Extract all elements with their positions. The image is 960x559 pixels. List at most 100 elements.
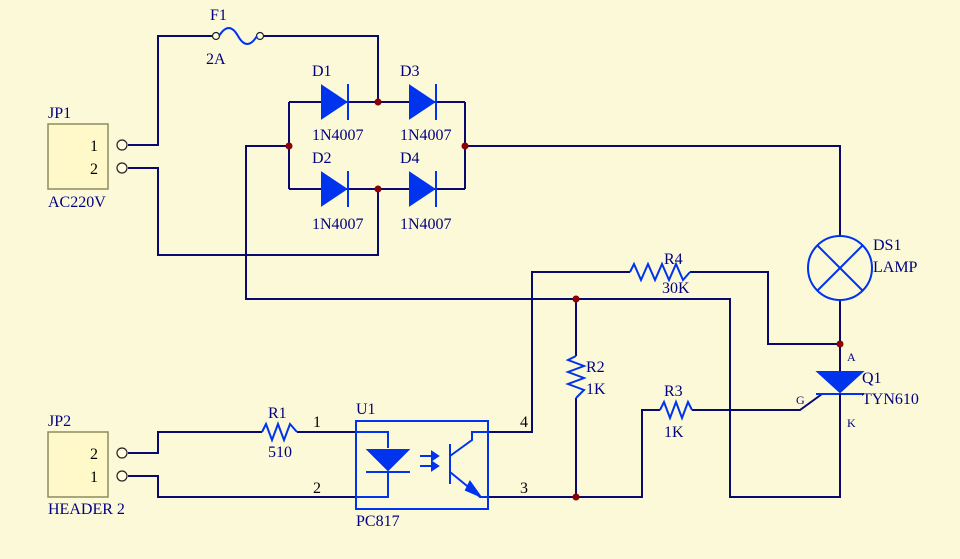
diode-d3: D3 1N4007 <box>400 63 452 144</box>
junction-dot <box>374 185 382 193</box>
diode-d2: D2 1N4007 <box>312 150 364 233</box>
diode-d4-triangle-icon <box>409 171 436 207</box>
connector-jp1-value: AC220V <box>48 194 106 211</box>
resistor-r2-ref: R2 <box>586 359 605 376</box>
junction-dot <box>285 142 293 150</box>
fuse-f1-ref: F1 <box>210 7 227 24</box>
scr-q1-pin-g: G <box>796 393 805 407</box>
wire-fuse-to-d1-d3-node <box>262 35 379 102</box>
fuse-element-icon <box>218 27 258 45</box>
wire-jp2-pin1-to-u1-pin2 <box>128 475 356 498</box>
connector-jp2-pin-label: 2 <box>90 446 98 463</box>
diode-d3-ref: D3 <box>400 63 420 80</box>
resistor-r2: R2 1K <box>565 355 606 399</box>
optocoupler-emitter-arrow-icon <box>464 480 483 499</box>
connector-pin <box>116 447 128 459</box>
optocoupler-pin-label: 1 <box>313 414 321 431</box>
junction-dot <box>461 142 469 150</box>
diode-d2-triangle-icon <box>321 171 348 207</box>
lamp-cross-icon <box>816 244 864 292</box>
scr-q1-triangle-icon <box>815 371 865 394</box>
wire-jp1-pin1-to-fuse <box>128 35 214 146</box>
resistor-r3-zigzag-icon <box>659 399 693 421</box>
diode-d2-value: 1N4007 <box>312 216 364 233</box>
resistor-r1-ref: R1 <box>268 405 287 422</box>
junction-dot <box>572 295 580 303</box>
resistor-r4: R4 30K <box>629 251 691 297</box>
connector-jp2-value: HEADER 2 <box>48 501 125 518</box>
resistor-r4-ref: R4 <box>664 251 683 268</box>
junction-dot <box>572 493 580 501</box>
optocoupler-u1: 1 2 3 4 U1 PC817 <box>313 401 528 530</box>
optocoupler-led-triangle-icon <box>365 449 411 472</box>
wire-u1-pin3-to-r3 <box>488 409 660 498</box>
optocoupler-u1-value: PC817 <box>356 513 400 530</box>
diode-d3-triangle-icon <box>409 84 436 120</box>
optocoupler-u1-ref: U1 <box>356 401 376 418</box>
wires <box>128 35 841 498</box>
optocoupler-pin-label: 2 <box>313 480 321 497</box>
diode-d1-value: 1N4007 <box>312 127 364 144</box>
resistor-r1: R1 510 <box>261 405 298 461</box>
optocoupler-light-arrow-icon <box>420 450 440 462</box>
resistor-r3-ref: R3 <box>664 383 683 400</box>
connector-jp1-pin-label: 2 <box>90 161 98 178</box>
optocoupler-light-arrow-icon <box>420 460 440 472</box>
lamp-ds1: DS1 LAMP <box>807 235 918 301</box>
diode-d4: D4 1N4007 <box>400 150 452 233</box>
connector-jp1: JP1 1 2 AC220V <box>47 105 128 211</box>
resistor-r2-value: 1K <box>586 381 606 398</box>
diode-d4-ref: D4 <box>400 150 420 167</box>
resistor-r4-zigzag-icon <box>629 261 691 283</box>
diode-d4-value: 1N4007 <box>400 216 452 233</box>
wire-jp1-pin2-to-d2-d4-node <box>128 167 379 256</box>
fuse-terminal <box>211 31 221 41</box>
optocoupler-transistor-collector-icon <box>449 431 488 457</box>
fuse-f1-value: 2A <box>206 51 226 68</box>
wire-bridge-minus-return <box>245 145 841 498</box>
connector-pin <box>116 470 128 482</box>
lamp-ds1-ref: DS1 <box>873 237 901 254</box>
diode-d1-triangle-icon <box>321 84 348 120</box>
connector-jp2: JP2 2 1 HEADER 2 <box>47 413 128 518</box>
connector-jp2-pin-label: 1 <box>90 469 98 486</box>
connector-pin <box>116 162 128 174</box>
wire-bridge-plus-to-lamp <box>465 145 841 236</box>
connector-jp1-body <box>47 123 109 190</box>
connector-pin <box>116 139 128 151</box>
lamp-circle-icon <box>807 235 873 301</box>
scr-q1-ref: Q1 <box>862 370 882 387</box>
wire-jp2-pin2-to-r1 <box>128 431 262 454</box>
wire-r4-right-to-anode <box>690 271 840 345</box>
scr-q1-value: TYN610 <box>862 391 919 408</box>
scr-q1: A G K Q1 TYN610 <box>796 350 919 430</box>
junction-dot <box>374 98 382 106</box>
connector-jp1-pin-label: 1 <box>90 138 98 155</box>
diode-d2-ref: D2 <box>312 150 332 167</box>
resistor-r1-value: 510 <box>268 444 292 461</box>
optocoupler-pin-label: 4 <box>520 414 528 431</box>
fuse-terminal <box>255 31 265 41</box>
resistor-r4-value: 30K <box>662 280 690 297</box>
wire-r3-to-gate <box>692 393 823 411</box>
wire-u1-pin4-to-r4 <box>488 271 630 433</box>
connector-jp2-body <box>47 431 109 498</box>
connector-jp2-ref: JP2 <box>48 413 71 430</box>
optocoupler-u1-body <box>355 420 489 510</box>
junctions <box>285 98 844 501</box>
diode-d3-value: 1N4007 <box>400 127 452 144</box>
resistor-r3: R3 1K <box>659 383 693 441</box>
optocoupler-pin-label: 3 <box>520 480 528 497</box>
lamp-ds1-value: LAMP <box>873 259 918 276</box>
resistor-r3-value: 1K <box>664 424 684 441</box>
optocoupler-led-wire-icon <box>356 431 389 498</box>
scr-q1-pin-k: K <box>847 416 856 430</box>
fuse-f1: F1 2A <box>206 7 265 68</box>
junction-dot <box>836 340 844 348</box>
resistor-r2-zigzag-icon <box>565 355 587 399</box>
connector-jp1-ref: JP1 <box>48 105 71 122</box>
resistor-r1-zigzag-icon <box>261 421 298 443</box>
scr-q1-pin-a: A <box>847 350 856 364</box>
diode-d1-ref: D1 <box>312 63 332 80</box>
